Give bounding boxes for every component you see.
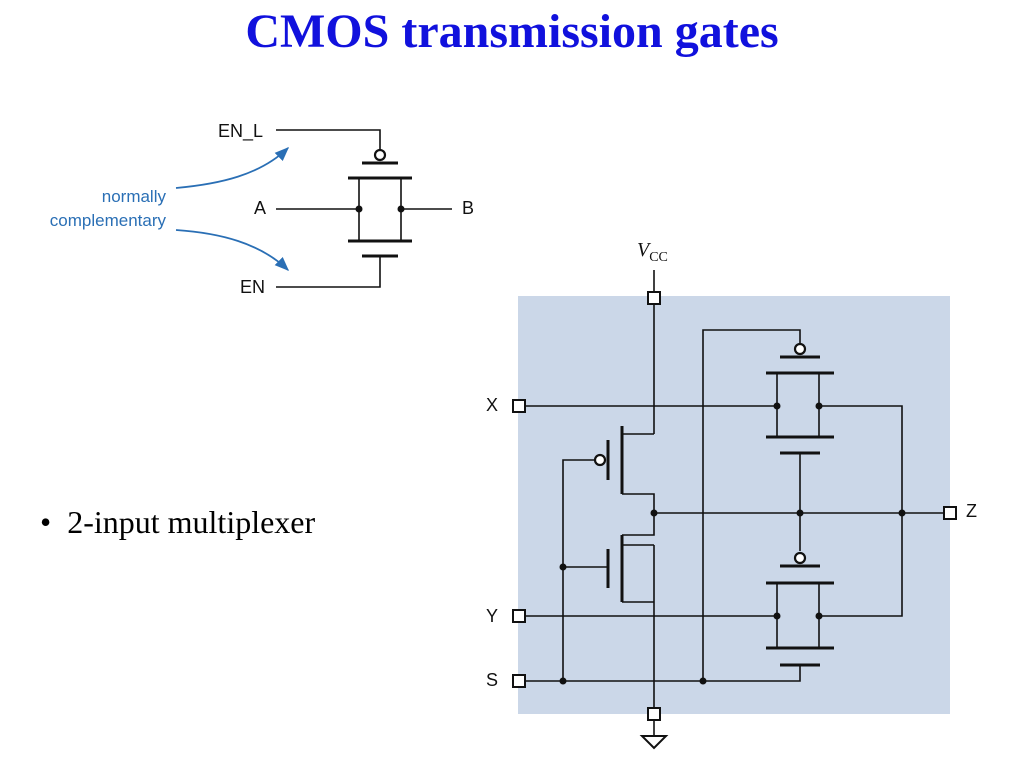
- x-label: X: [486, 395, 498, 415]
- s-pin: [512, 674, 526, 688]
- arrow-to-en-l: [175, 147, 290, 189]
- en-label: EN: [240, 277, 265, 297]
- y-pin: [512, 609, 526, 623]
- transmission-gate-diagram: EN_L EN A B normally complementary: [50, 121, 474, 297]
- page-title: CMOS transmission gates: [245, 5, 779, 58]
- note-line-1: normally: [102, 187, 167, 206]
- pmos-gate-bubble: [373, 148, 387, 162]
- bullet-item: •2-input multiplexer: [40, 504, 316, 540]
- en-l-label: EN_L: [218, 121, 263, 142]
- vcc-label: VCC: [637, 239, 668, 265]
- b-label: B: [462, 198, 474, 218]
- a-label: A: [254, 198, 266, 218]
- s-label: S: [486, 670, 498, 690]
- x-pin: [512, 399, 526, 413]
- bullet-text: 2-input multiplexer: [67, 504, 316, 540]
- arrow-to-en: [175, 229, 290, 271]
- mux-panel: [518, 296, 950, 714]
- note-line-2: complementary: [50, 211, 167, 230]
- z-pin: [943, 506, 957, 520]
- vcc-pin: [647, 291, 661, 305]
- gnd-pin: [647, 707, 661, 721]
- mux-diagram: VCC X Y S Z: [486, 239, 977, 750]
- z-label: Z: [966, 501, 977, 521]
- ground-icon: [639, 735, 669, 750]
- y-label: Y: [486, 606, 498, 626]
